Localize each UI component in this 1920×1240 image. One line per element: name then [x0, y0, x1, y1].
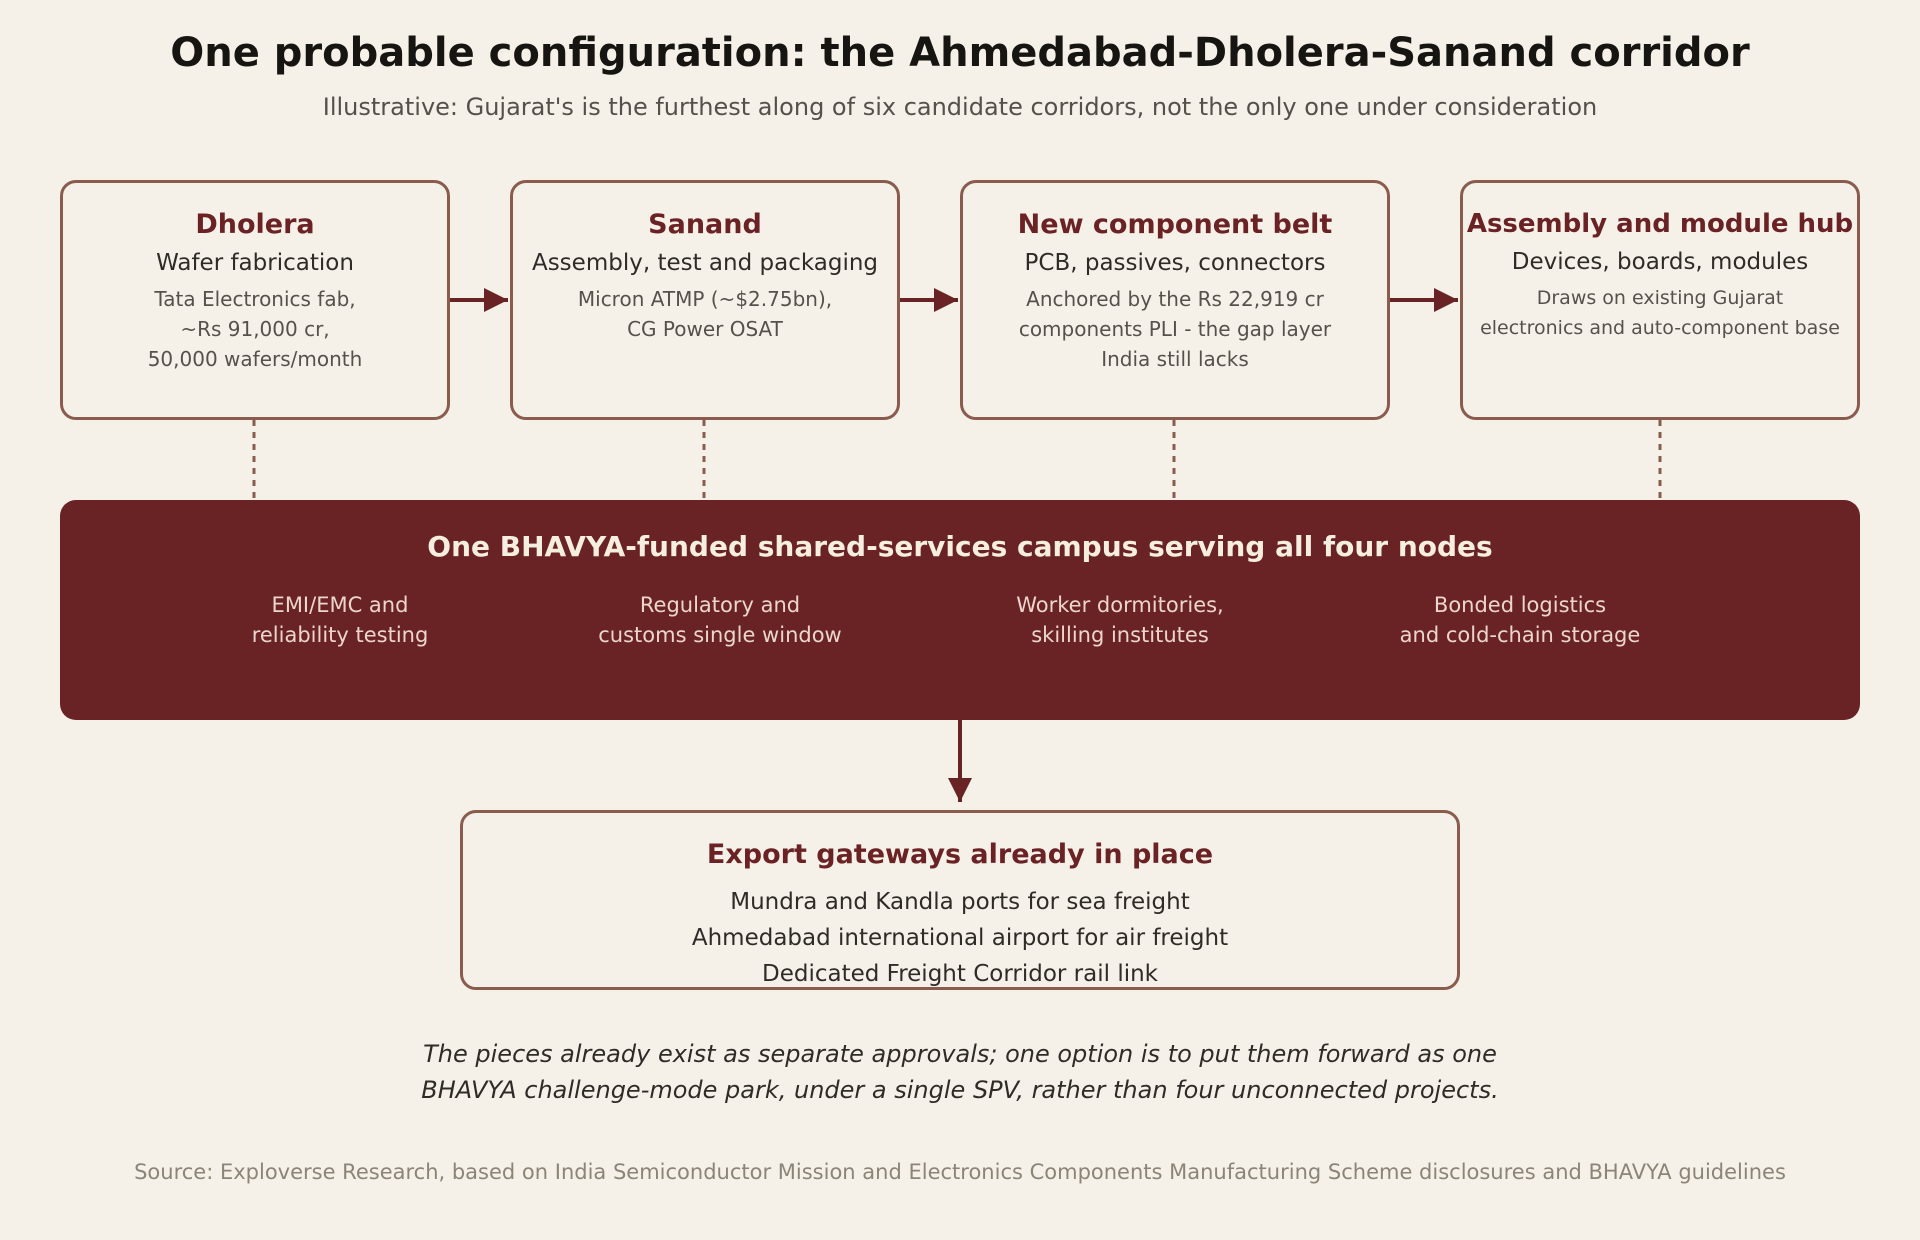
node-role: Devices, boards, modules — [1511, 249, 1809, 275]
node-detail: Anchored by the Rs 22,919 cr components … — [963, 284, 1387, 374]
export-title: Export gateways already in place — [706, 839, 1214, 870]
service-line: reliability testing — [251, 623, 429, 647]
node-detail-line: India still lacks — [1101, 347, 1249, 371]
note-line: BHAVYA challenge-mode park, under a sing… — [421, 1076, 1499, 1104]
service-regulatory: Regulatory and customs single window — [560, 590, 880, 650]
service-worker-housing: Worker dormitories, skilling institutes — [960, 590, 1280, 650]
node-sanand: Sanand Assembly, test and packaging Micr… — [510, 180, 900, 420]
service-line: EMI/EMC and — [271, 593, 409, 617]
service-line: skilling institutes — [1031, 623, 1209, 647]
node-detail: Tata Electronics fab, ~Rs 91,000 cr, 50,… — [63, 284, 447, 374]
node-component-belt: New component belt PCB, passives, connec… — [960, 180, 1390, 420]
node-detail-line: electronics and auto-component base — [1480, 317, 1840, 339]
node-name: New component belt — [1017, 209, 1333, 240]
node-assembly-hub: Assembly and module hub Devices, boards,… — [1460, 180, 1860, 420]
node-detail: Micron ATMP (~$2.75bn), CG Power OSAT — [513, 284, 897, 344]
service-logistics: Bonded logistics and cold-chain storage — [1360, 590, 1680, 650]
node-role: PCB, passives, connectors — [1024, 250, 1326, 276]
export-line: Dedicated Freight Corridor rail link — [761, 961, 1158, 987]
export-line: Mundra and Kandla ports for sea freight — [730, 889, 1190, 915]
export-lines: Mundra and Kandla ports for sea freight … — [463, 884, 1457, 992]
shared-services-campus: One BHAVYA-funded shared-services campus… — [60, 500, 1860, 720]
service-line: Bonded logistics — [1433, 593, 1607, 617]
page-title: One probable configuration: the Ahmedaba… — [170, 30, 1750, 76]
service-line: Regulatory and — [639, 593, 801, 617]
service-line: customs single window — [598, 623, 842, 647]
node-detail: Draws on existing Gujarat electronics an… — [1463, 283, 1857, 343]
node-detail-line: Anchored by the Rs 22,919 cr — [1026, 287, 1324, 311]
node-detail-line: Draws on existing Gujarat — [1536, 287, 1784, 309]
node-detail-line: components PLI - the gap layer — [1018, 317, 1332, 341]
closing-note: The pieces already exist as separate app… — [0, 1036, 1920, 1108]
page-subtitle: Illustrative: Gujarat's is the furthest … — [322, 93, 1598, 121]
node-detail-line: Micron ATMP (~$2.75bn), — [577, 287, 833, 311]
node-name: Dholera — [195, 209, 315, 240]
node-detail-line: CG Power OSAT — [627, 317, 783, 341]
note-line: The pieces already exist as separate app… — [423, 1040, 1497, 1068]
node-detail-line: Tata Electronics fab, — [154, 287, 356, 311]
node-detail-line: ~Rs 91,000 cr, — [180, 317, 330, 341]
node-name: Assembly and module hub — [1466, 209, 1854, 239]
node-role: Assembly, test and packaging — [531, 250, 879, 276]
service-testing: EMI/EMC and reliability testing — [180, 590, 500, 650]
service-line: and cold-chain storage — [1399, 623, 1641, 647]
campus-title: One BHAVYA-funded shared-services campus… — [427, 530, 1493, 563]
node-role: Wafer fabrication — [156, 250, 354, 276]
node-detail-line: 50,000 wafers/month — [147, 347, 363, 371]
node-name: Sanand — [648, 209, 762, 240]
export-gateways-box: Export gateways already in place Mundra … — [460, 810, 1460, 990]
service-line: Worker dormitories, — [1016, 593, 1224, 617]
node-dholera: Dholera Wafer fabrication Tata Electroni… — [60, 180, 450, 420]
source-citation: Source: Exploverse Research, based on In… — [134, 1160, 1786, 1184]
export-line: Ahmedabad international airport for air … — [691, 925, 1229, 951]
